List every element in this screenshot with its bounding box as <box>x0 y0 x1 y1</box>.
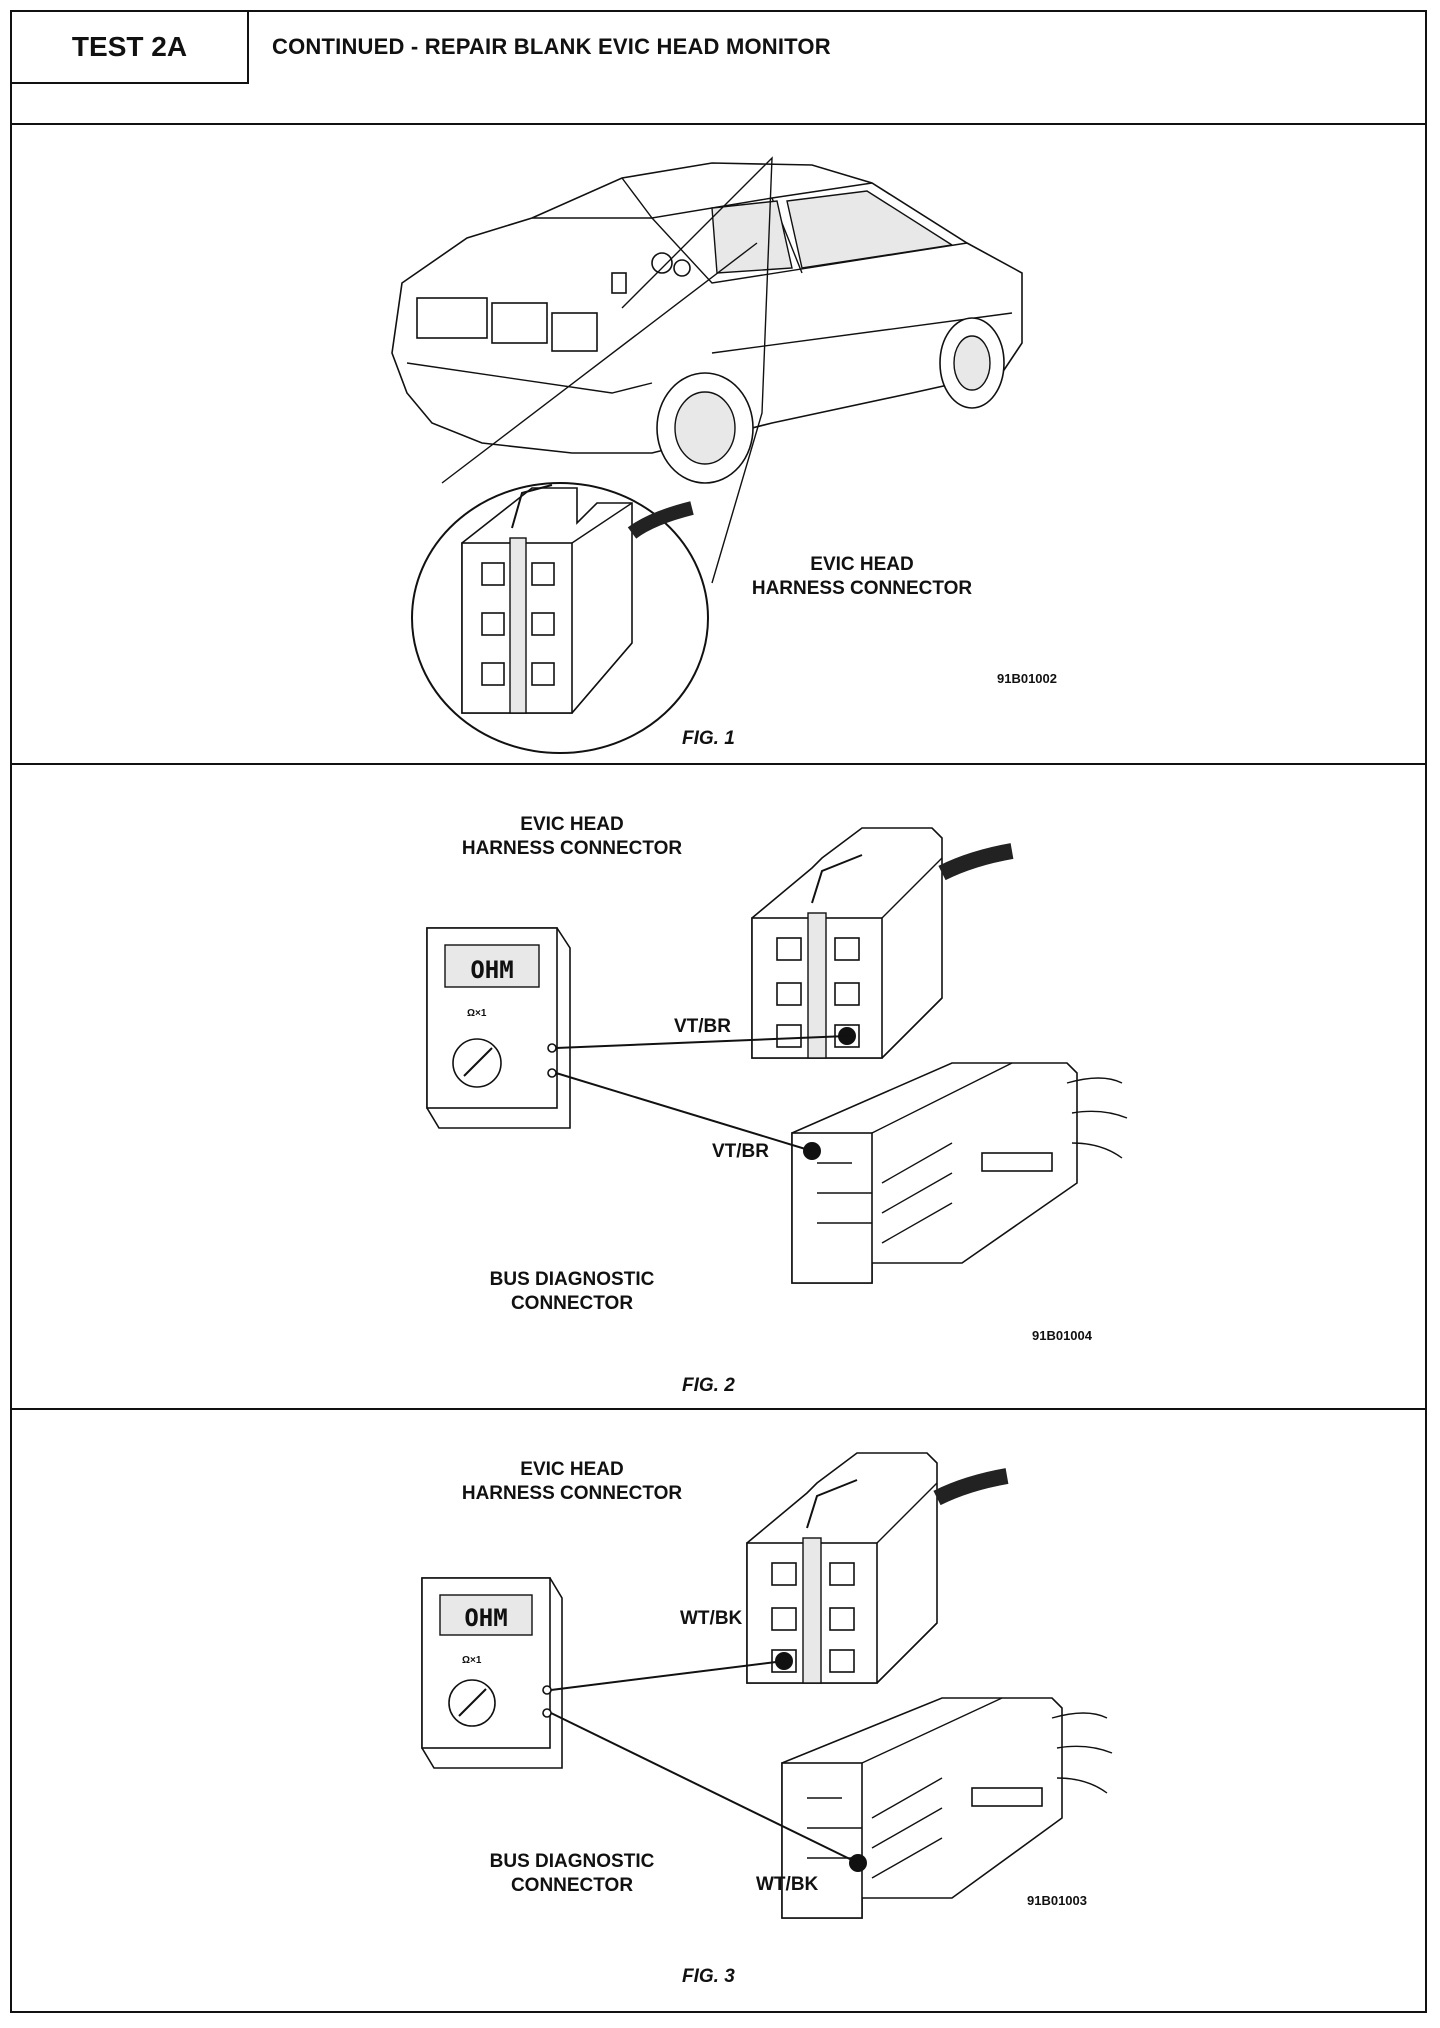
figure-caption: FIG. 2 <box>682 1375 735 1396</box>
page-frame: TEST 2A CONTINUED - REPAIR BLANK EVIC HE… <box>10 10 1427 2013</box>
page-title: CONTINUED - REPAIR BLANK EVIC HEAD MONIT… <box>272 34 831 59</box>
figure-caption: FIG. 1 <box>682 728 735 749</box>
bus-connector-label: BUS DIAGNOSTIC CONNECTOR <box>489 1851 655 1896</box>
meter-display: OHM <box>464 1604 508 1632</box>
figure-caption: FIG. 3 <box>682 1966 735 1987</box>
ohmmeter-test-diagram <box>421 1452 1113 1919</box>
car-connector-illustration <box>391 156 1023 754</box>
figure-2-panel: EVIC HEAD HARNESS CONNECTOR OHM Ω×1 VT/B… <box>12 763 1425 1410</box>
bus-connector-label: BUS DIAGNOSTIC CONNECTOR <box>489 1269 655 1314</box>
wire-label-top: WT/BK <box>680 1608 743 1629</box>
page-header: TEST 2A CONTINUED - REPAIR BLANK EVIC HE… <box>12 12 1425 125</box>
figure-1-panel: EVIC HEAD HARNESS CONNECTOR 91B01002 FIG… <box>12 123 1425 765</box>
figure-code: 91B01003 <box>1027 1893 1087 1908</box>
ohmmeter-test-diagram <box>426 827 1128 1284</box>
evic-connector-label: EVIC HEAD HARNESS CONNECTOR <box>751 554 973 599</box>
evic-connector-label: EVIC HEAD HARNESS CONNECTOR <box>461 1459 683 1504</box>
wire-label-bottom: VT/BR <box>712 1141 769 1162</box>
meter-display: OHM <box>470 956 514 984</box>
figure-code: 91B01004 <box>1032 1328 1092 1343</box>
test-id: TEST 2A <box>12 12 249 84</box>
wire-label-top: VT/BR <box>674 1016 731 1037</box>
meter-scale: Ω×1 <box>467 1008 487 1019</box>
figure-code: 91B01002 <box>997 671 1057 686</box>
meter-scale: Ω×1 <box>462 1655 482 1666</box>
wire-label-bottom: WT/BK <box>756 1874 819 1895</box>
evic-connector-label: EVIC HEAD HARNESS CONNECTOR <box>461 814 683 859</box>
figure-3-panel: EVIC HEAD HARNESS CONNECTOR OHM Ω×1 WT/B… <box>12 1408 1425 2013</box>
